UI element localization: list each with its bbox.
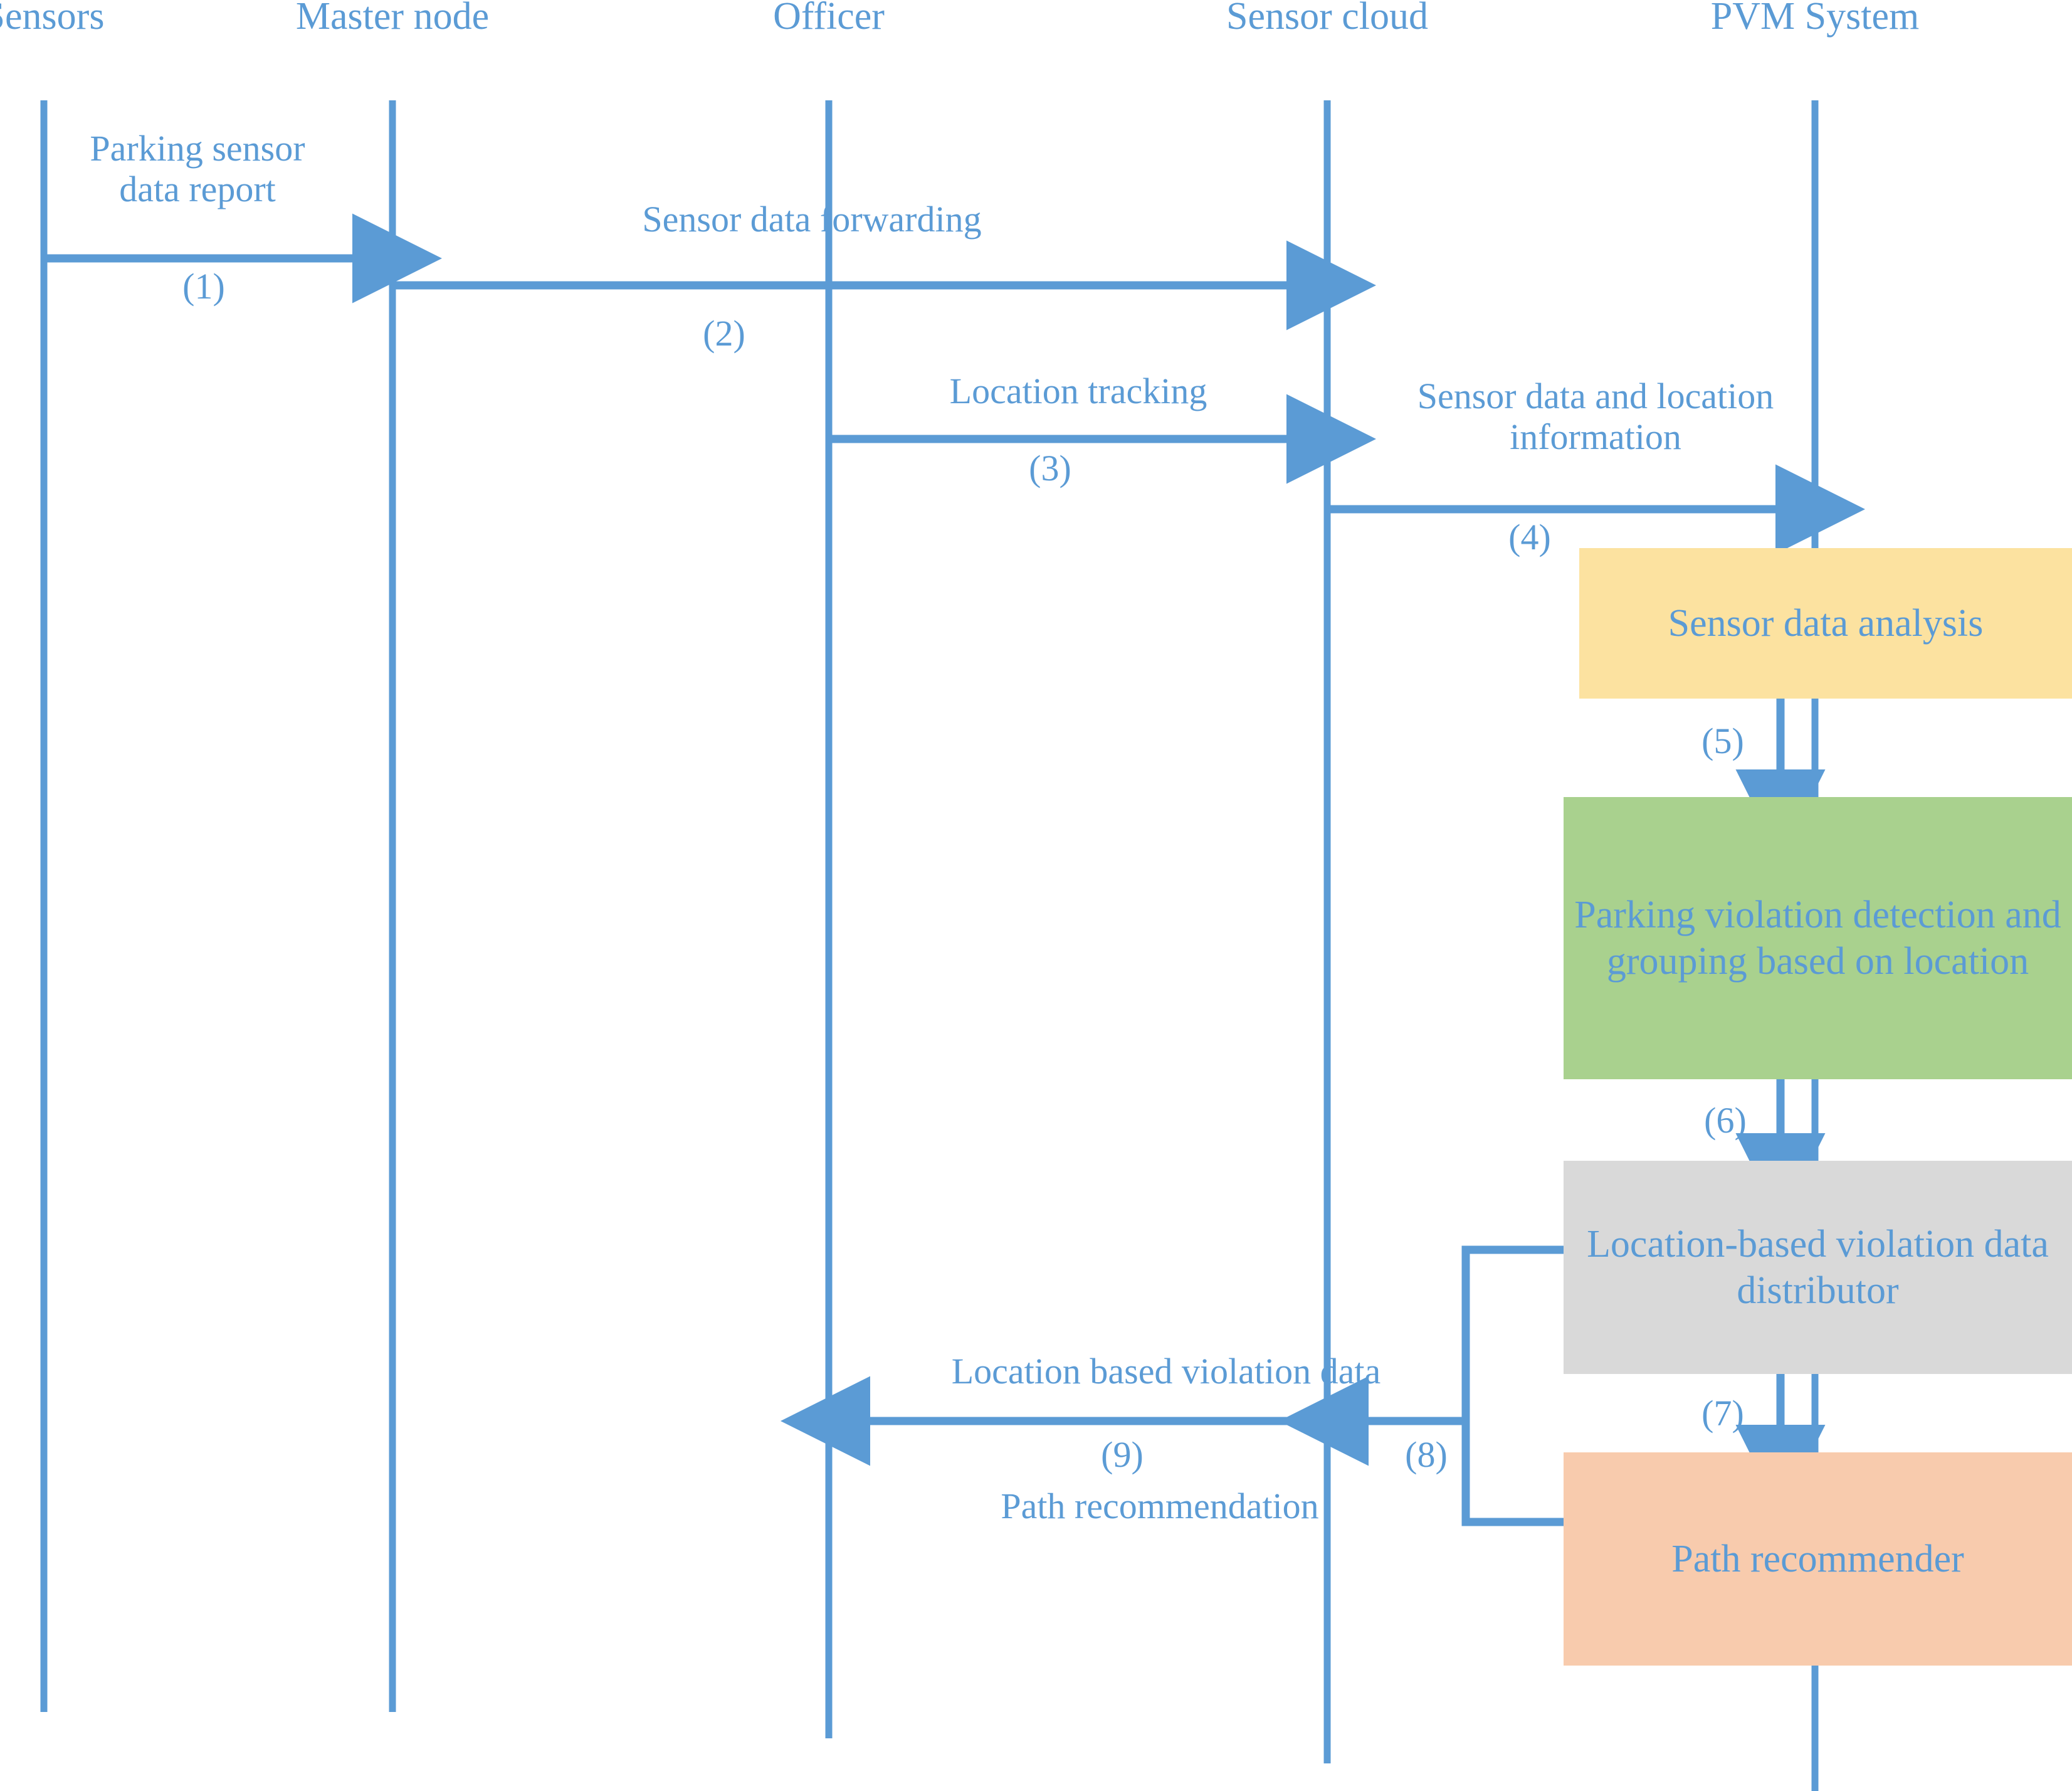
process-box-path-recommender[interactable] [1564, 1452, 2072, 1666]
process-box-label-sensor-data-analysis: Sensor data analysis [1668, 601, 1984, 645]
message-number-7: (7) [1701, 1393, 1744, 1434]
message-number-6: (6) [1704, 1100, 1747, 1141]
message-number-3: (3) [1029, 448, 1071, 489]
lifeline-header-pvm-system: PVM System [1710, 0, 1920, 38]
message-label-1: Parking sensor data report [90, 128, 305, 209]
message-label-9: Path recommendation [1001, 1486, 1319, 1526]
process-box-label-path-recommender: Path recommender [1671, 1537, 1964, 1580]
message-label-8: Location based violation data [951, 1351, 1381, 1392]
message-number-2: (2) [703, 313, 745, 354]
lifeline-header-sensors: Sensors [0, 0, 105, 38]
message-label-3: Location tracking [949, 371, 1207, 411]
lifeline-header-officer: Officer [773, 0, 885, 38]
distributor-return-bracket [1461, 1245, 1564, 1526]
message-number-8: (8) [1405, 1434, 1448, 1475]
lifeline-header-sensor-cloud: Sensor cloud [1226, 0, 1429, 38]
process-box-location-based-distributor[interactable] [1564, 1161, 2072, 1374]
message-number-5: (5) [1701, 721, 1744, 761]
process-box-label-location-based-distributor: Location-based violation data distributo… [1587, 1222, 2049, 1312]
process-box-sensor-data-analysis[interactable] [1579, 548, 2072, 699]
lifeline-header-master-node: Master node [295, 0, 490, 38]
message-label-4: Sensor data and location information [1417, 376, 1774, 457]
message-number-4: (4) [1508, 517, 1551, 557]
message-label-2: Sensor data forwarding [642, 199, 982, 240]
process-box-label-parking-violation-detection: Parking violation detection and grouping… [1574, 893, 2061, 983]
process-box-parking-violation-detection[interactable] [1564, 797, 2072, 1079]
message-number-9: (9) [1101, 1434, 1144, 1475]
message-number-1: (1) [182, 266, 225, 307]
